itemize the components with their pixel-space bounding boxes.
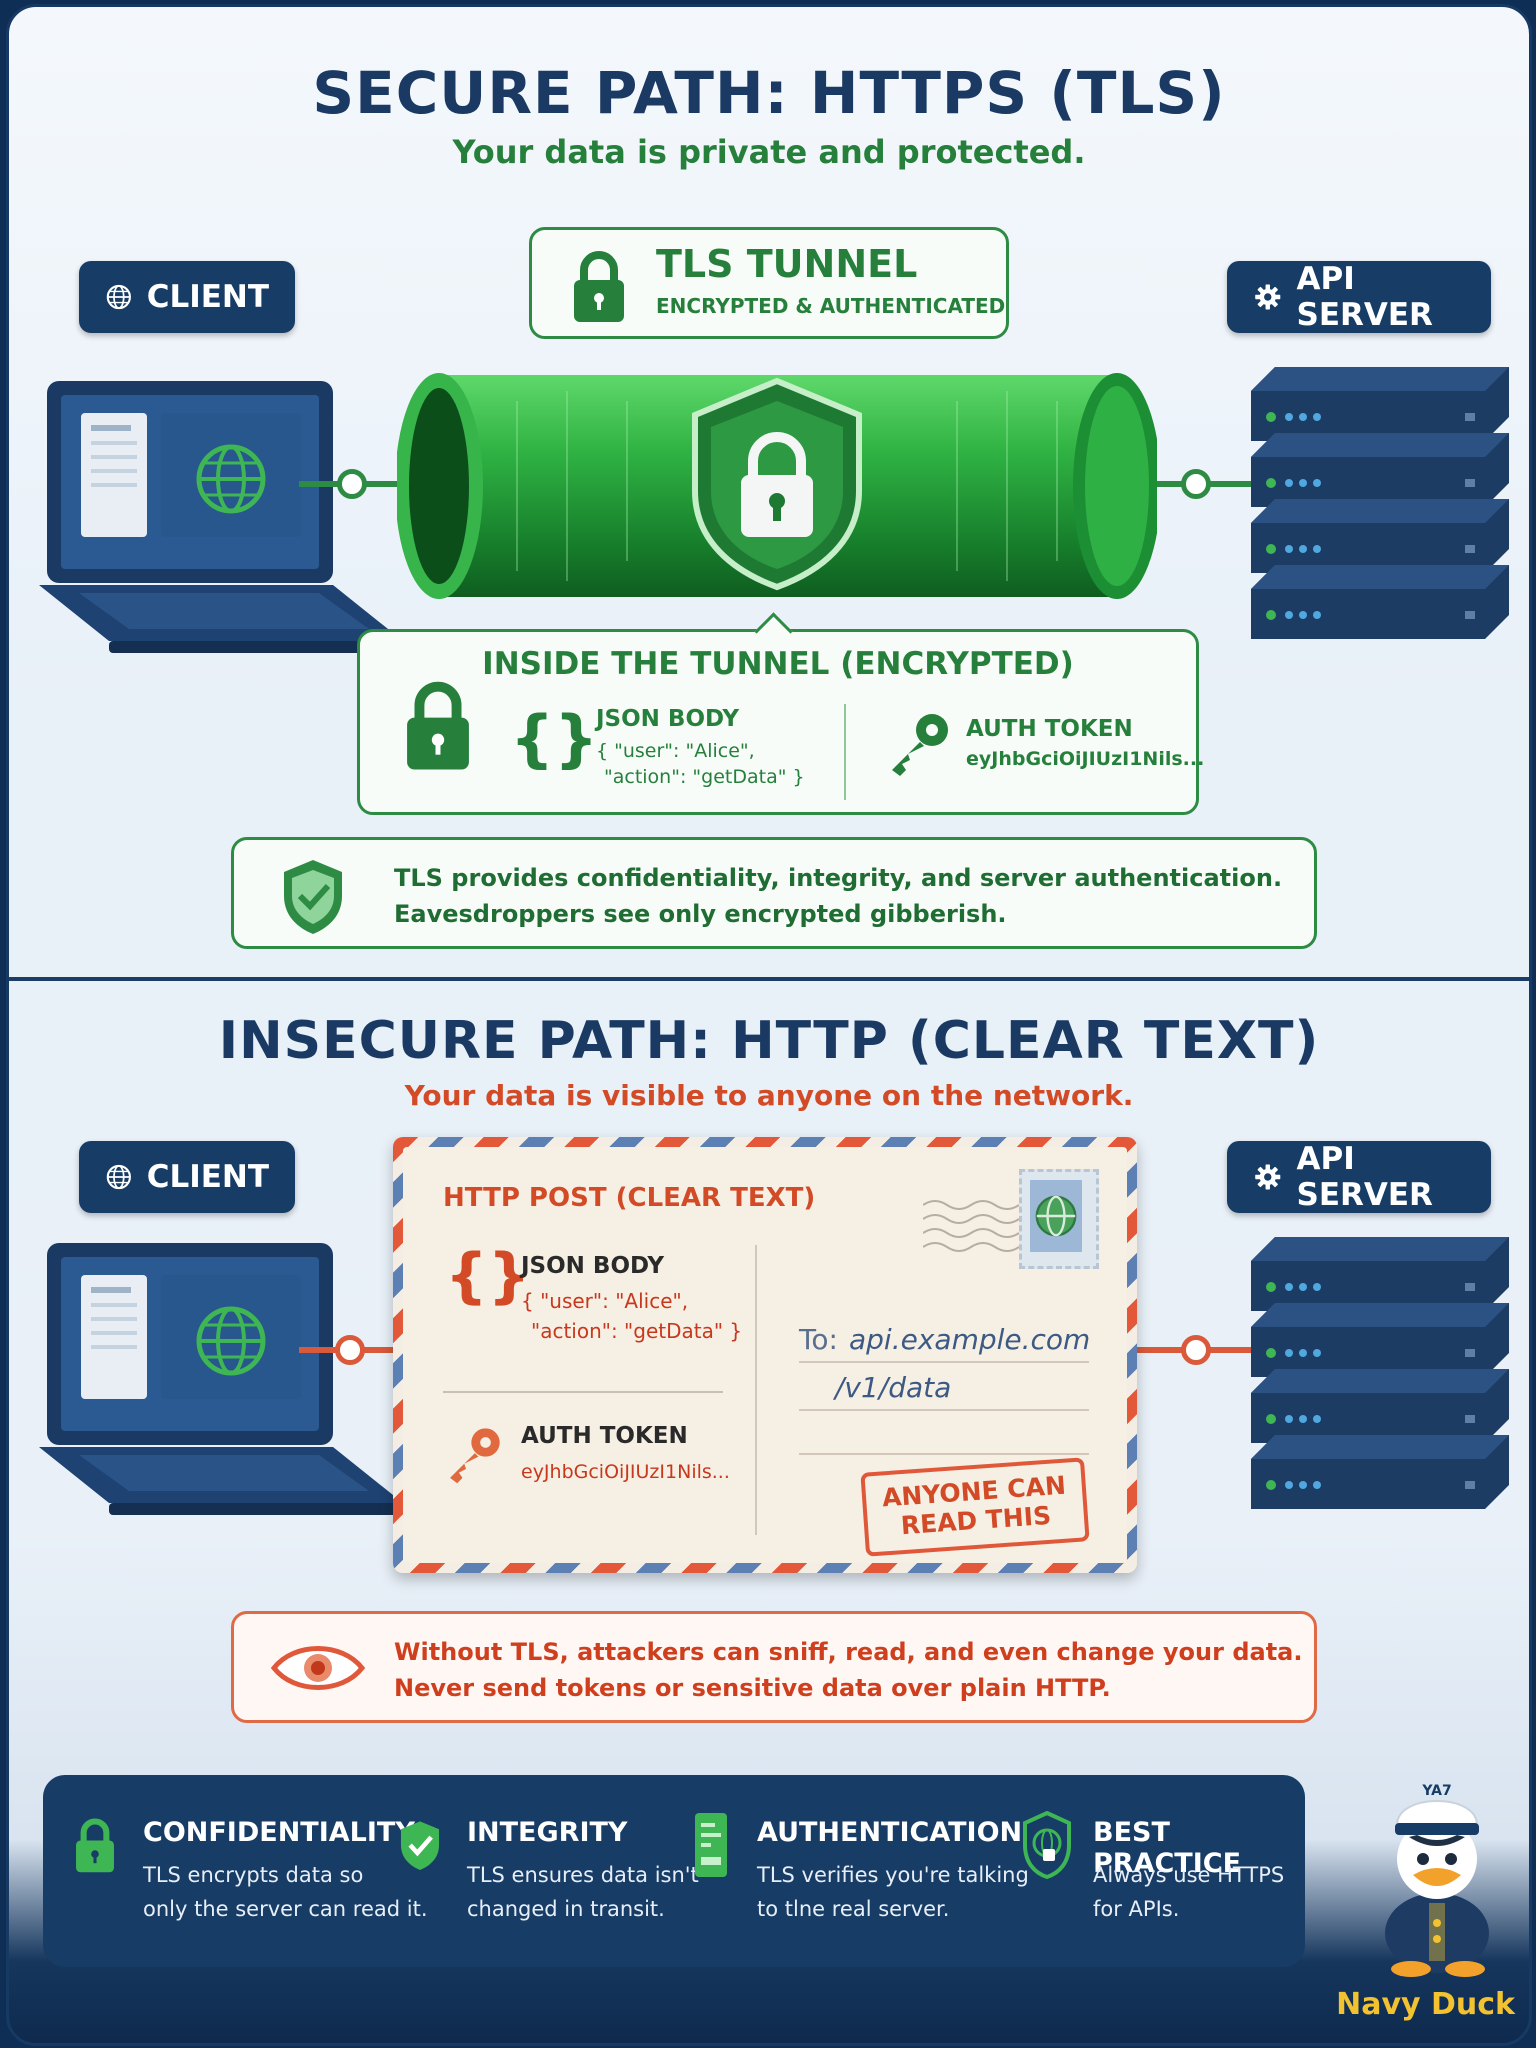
secure-note-line2: Eavesdroppers see only encrypted gibberi… [394,900,1007,928]
insecure-server-text: API SERVER [1296,1141,1433,1213]
envelope-line [443,1391,723,1393]
address-line-3 [799,1453,1089,1455]
braces-icon: {} [510,702,599,775]
feature-integrity-title: INTEGRITY [467,1817,628,1848]
insecure-title: INSECURE PATH: HTTP (CLEAR TEXT) [218,1011,1320,1071]
key-icon [892,714,948,776]
tunnel-pointer [754,612,793,651]
anyone-can-read-stamp: ANYONE CAN READ THIS [860,1457,1090,1557]
envelope-to-prefix: To: [799,1323,838,1356]
insecure-token-value: eyJhbGciOiJIUzI1Nils... [521,1461,730,1483]
secure-node-right [1181,469,1211,499]
gear-icon [1255,284,1281,310]
secure-client-label: CLIENT [79,261,295,333]
insecure-server-label: API SERVER [1227,1141,1491,1213]
lock-icon [76,1818,114,1873]
envelope-vertical-divider [755,1245,757,1535]
feature-confidentiality-line2: only the server can read it. [143,1897,428,1921]
insecure-json-label: JSON BODY [521,1253,665,1279]
tls-tunnel-title: TLS TUNNEL [656,242,918,286]
padlock-icon [407,681,469,770]
secure-token-value: eyJhbGciOiJIUzI1Nils... [966,748,1205,770]
secure-note: TLS provides confidentiality, integrity,… [231,837,1317,949]
postage-stamp [1019,1169,1099,1269]
secure-server-label: API SERVER [1227,261,1491,333]
secure-json-line2: "action": "getData" } [604,766,805,788]
secure-title: SECURE PATH: HTTPS (TLS) [312,59,1226,127]
feature-best-practice-line2: for APIs. [1093,1897,1180,1921]
feature-confidentiality-title: CONFIDENTIALITY [143,1817,415,1848]
tls-tunnel-subtitle: ENCRYPTED & AUTHENTICATED [656,294,1006,318]
eye-icon [270,1646,366,1690]
tls-tunnel-label: TLS TUNNEL ENCRYPTED & AUTHENTICATED [529,227,1009,339]
feature-integrity-line2: changed in transit. [467,1897,665,1921]
globe-icon [106,1164,131,1190]
padlock-icon [574,251,624,322]
section-divider [9,977,1529,981]
globe-lock-icon [1023,1811,1071,1879]
http-envelope: HTTP POST (CLEAR TEXT) {} JSON BODY { "u… [393,1137,1137,1573]
insecure-token-label: AUTH TOKEN [521,1423,688,1449]
shield-check-icon [284,860,342,934]
inside-tunnel-title: INSIDE THE TUNNEL (ENCRYPTED) [482,646,1074,682]
insecure-note-line1: Without TLS, attackers can sniff, read, … [394,1638,1303,1666]
envelope-body: HTTP POST (CLEAR TEXT) {} JSON BODY { "u… [403,1147,1127,1563]
gear-icon [1255,1164,1281,1190]
insecure-subtitle: Your data is visible to anyone on the ne… [404,1079,1134,1112]
secure-token-label: AUTH TOKEN [966,716,1133,742]
api-server-rack-insecure [1251,1237,1509,1509]
feature-confidentiality-line1: TLS encrypts data so [143,1863,364,1887]
feature-authentication-title: AUTHENTICATION [757,1817,1023,1848]
insecure-client-label: CLIENT [79,1141,295,1213]
certificate-icon [695,1813,727,1877]
insecure-node-right [1181,1335,1211,1365]
secure-json-label: JSON BODY [596,706,740,732]
feature-authentication-line1: TLS verifies you're talking [757,1863,1029,1887]
insecure-note: Without TLS, attackers can sniff, read, … [231,1611,1317,1723]
insecure-node-left [335,1335,365,1365]
client-laptop-secure [39,381,403,653]
secure-client-text: CLIENT [146,279,269,315]
feature-best-practice-line1: Always use HTTPS [1093,1863,1285,1887]
feature-best-practice-title: BEST PRACTICE [1093,1817,1242,1879]
envelope-title: HTTP POST (CLEAR TEXT) [443,1183,816,1213]
secure-subtitle: Your data is private and protected. [452,133,1086,171]
api-server-rack-secure [1251,367,1509,639]
secure-note-line1: TLS provides confidentiality, integrity,… [394,864,1283,892]
infographic-frame: SECURE PATH: HTTPS (TLS) Your data is pr… [6,4,1532,2046]
shield-check-icon [400,1821,440,1870]
secure-server-text: API SERVER [1296,261,1433,333]
globe-icon [106,284,131,310]
insecure-client-text: CLIENT [146,1159,269,1195]
postmark-waves [923,1200,1020,1252]
mascot-cap-text: YA7 [1422,1783,1452,1799]
inside-tunnel-box: INSIDE THE TUNNEL (ENCRYPTED) {} JSON BO… [357,612,1204,815]
secure-node-left [337,469,367,499]
envelope-to-path: /v1/data [835,1371,952,1404]
client-laptop-insecure [39,1243,403,1515]
envelope-to-host: api.example.com [849,1323,1091,1356]
navy-duck-mascot [1385,1800,1489,1977]
secure-json-line1: { "user": "Alice", [596,740,755,762]
address-line-2 [799,1409,1089,1411]
feature-authentication-line2: to tlne real server. [757,1897,950,1921]
braces-icon: {} [445,1241,531,1311]
inside-divider [844,704,846,800]
features-bar: CONFIDENTIALITY TLS encrypts data so onl… [43,1775,1305,1967]
feature-integrity-line1: TLS ensures data isn't [467,1863,699,1887]
globe-icon [1035,1195,1077,1237]
tls-tunnel-pipe [397,373,1157,599]
mascot-name: Navy Duck [1336,1987,1515,2022]
insecure-json-line1: { "user": "Alice", [521,1289,689,1313]
insecure-note-line2: Never send tokens or sensitive data over… [394,1674,1111,1702]
address-line-1 [799,1361,1089,1363]
insecure-json-line2: "action": "getData" } [531,1319,743,1343]
key-icon [450,1428,500,1484]
